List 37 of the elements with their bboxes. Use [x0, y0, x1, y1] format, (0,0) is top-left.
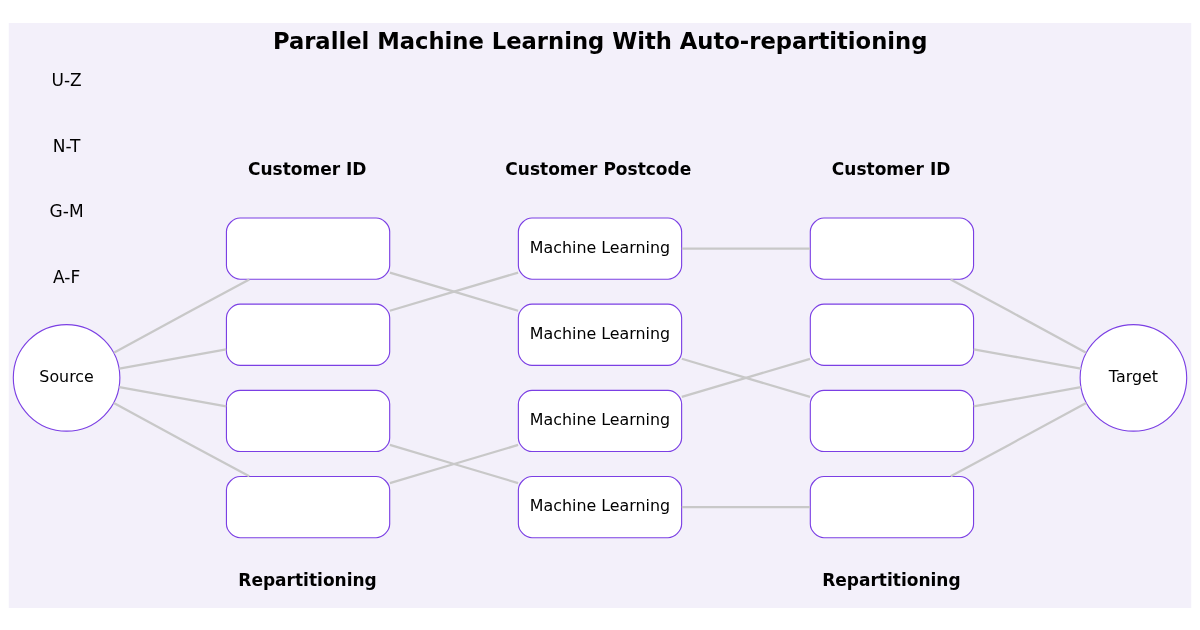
- connector: [389, 271, 519, 312]
- label: Customer ID: [247, 158, 367, 179]
- node-box: [809, 475, 975, 538]
- node-box: Machine Learning: [517, 475, 683, 538]
- connector: [950, 401, 1087, 477]
- node-box: [225, 303, 391, 366]
- connector: [950, 277, 1087, 354]
- label: Customer Postcode: [505, 158, 692, 179]
- connector: [113, 277, 250, 354]
- node-box: [225, 475, 391, 538]
- connector: [389, 443, 519, 484]
- node-circle: Source: [12, 323, 121, 432]
- node-box: [809, 216, 975, 280]
- label: Customer ID: [831, 158, 951, 179]
- connector: [973, 385, 1082, 408]
- label: N-T: [52, 135, 81, 156]
- node-box: Machine Learning: [517, 303, 683, 366]
- connector: [973, 347, 1082, 370]
- label: U-Z: [51, 69, 82, 90]
- connector: [119, 347, 227, 370]
- node-circle: Target: [1079, 323, 1188, 432]
- connector: [119, 385, 227, 407]
- connector: [681, 246, 811, 250]
- diagram-title: Parallel Machine Learning With Auto-repartitioning: [272, 27, 928, 54]
- node-box: Machine Learning: [517, 389, 683, 452]
- connector: [113, 401, 250, 477]
- connector: [681, 357, 811, 398]
- label: A-F: [53, 266, 81, 287]
- label: Repartitioning: [238, 569, 377, 590]
- label: Repartitioning: [822, 569, 961, 590]
- label: G-M: [49, 200, 84, 221]
- node-box: [225, 216, 391, 280]
- node-box: [809, 389, 975, 452]
- node-box: [225, 389, 391, 452]
- connector: [681, 505, 811, 508]
- node-box: Machine Learning: [517, 216, 683, 280]
- node-box: [809, 303, 975, 366]
